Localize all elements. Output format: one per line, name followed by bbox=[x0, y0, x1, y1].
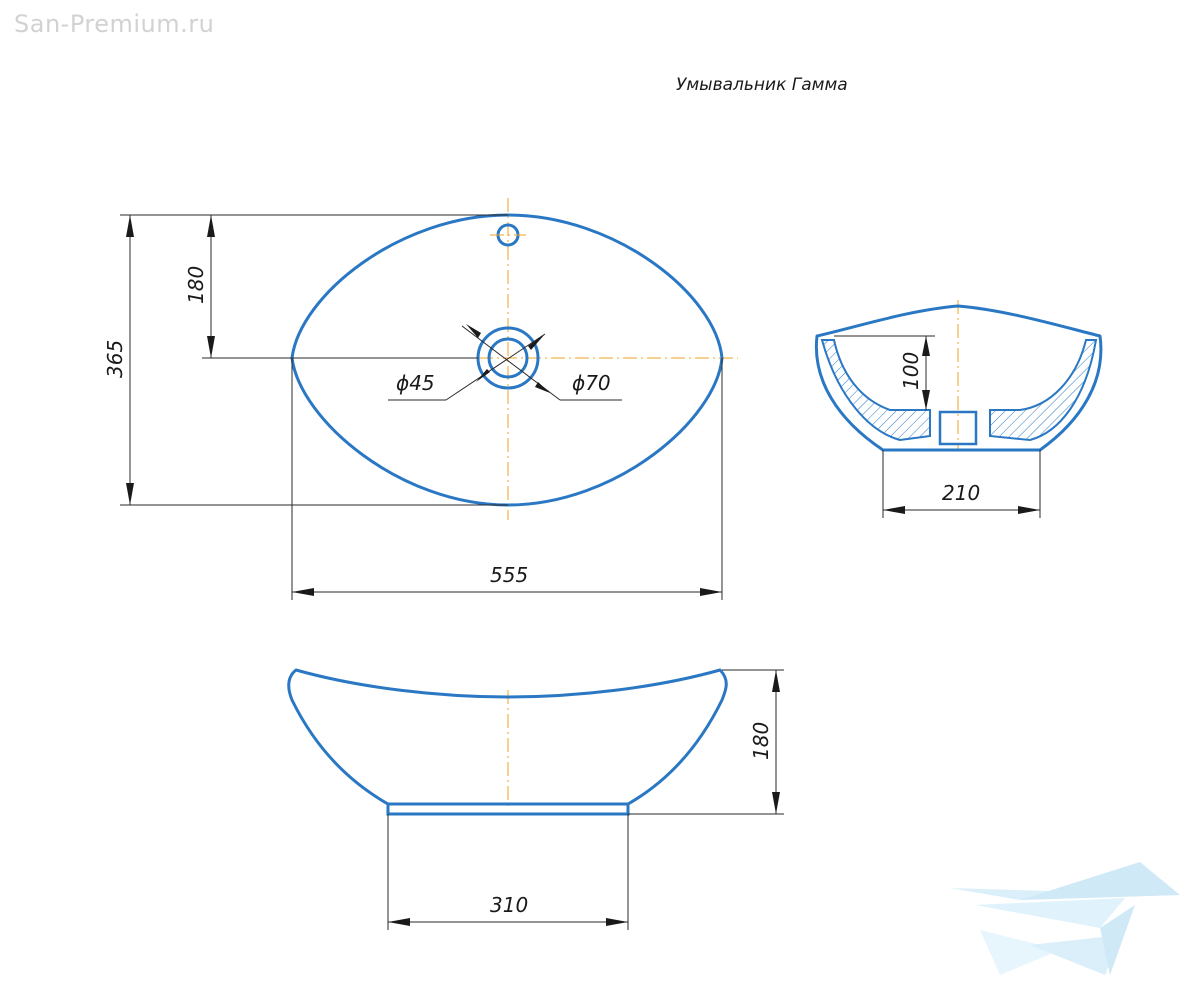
watermark: San-Premium.ru bbox=[14, 10, 215, 38]
drain-arrow-3 bbox=[528, 334, 545, 350]
front-view-base bbox=[386, 802, 630, 816]
drain-outer-label: ϕ70 bbox=[572, 371, 611, 395]
side-view-wall-left bbox=[820, 339, 931, 442]
front-view-bowl-outline bbox=[287, 668, 728, 806]
front-base-arrow-right bbox=[606, 918, 628, 926]
front-view: 180 310 bbox=[287, 668, 784, 930]
depth-arrow-bottom bbox=[126, 483, 134, 505]
drain-arrow-2 bbox=[535, 382, 550, 393]
front-base-label: 310 bbox=[490, 893, 528, 917]
depth-label: 365 bbox=[103, 340, 127, 378]
drain-arrow-1 bbox=[466, 324, 481, 338]
drain-inner-label: ϕ45 bbox=[396, 371, 435, 395]
side-view-wall-right bbox=[989, 339, 1098, 442]
side-height-arrow-top bbox=[922, 336, 930, 356]
drain-leader-inner bbox=[445, 333, 546, 401]
side-base-label: 210 bbox=[942, 481, 980, 505]
front-height-arrow-bottom bbox=[772, 792, 780, 814]
drain-arrow-4 bbox=[476, 369, 490, 382]
front-base-arrow-left bbox=[388, 918, 410, 926]
drawing-title: Умывальник Гамма bbox=[676, 75, 848, 95]
drain-offset-label: 180 bbox=[184, 266, 208, 304]
side-section-view: 100 210 bbox=[814, 300, 1103, 518]
depth-arrow-top bbox=[126, 215, 134, 237]
side-base-arrow-left bbox=[883, 506, 905, 514]
side-view-drain-bore bbox=[938, 410, 978, 446]
top-view: ϕ45 ϕ70 365 180 555 bbox=[103, 198, 738, 600]
side-base-arrow-right bbox=[1018, 506, 1040, 514]
width-label: 555 bbox=[490, 563, 528, 587]
side-view-outer-outline bbox=[814, 304, 1103, 452]
drain-offset-arrow-bottom bbox=[207, 336, 215, 358]
side-height-arrow-bottom bbox=[922, 390, 930, 410]
front-height-label: 180 bbox=[749, 722, 773, 760]
width-arrow-left bbox=[292, 588, 314, 596]
drain-inner-ring bbox=[487, 337, 529, 379]
side-height-label: 100 bbox=[899, 352, 923, 390]
width-arrow-right bbox=[700, 588, 722, 596]
front-height-arrow-top bbox=[772, 670, 780, 692]
drain-offset-arrow-top bbox=[207, 215, 215, 237]
brand-logo-icon bbox=[950, 862, 1180, 975]
